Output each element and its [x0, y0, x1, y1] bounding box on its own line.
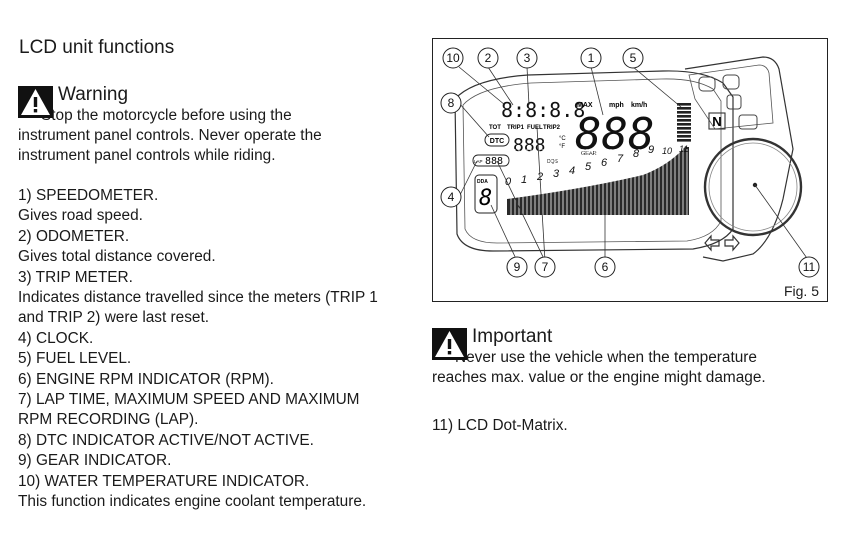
warning-title: Warning — [58, 84, 129, 105]
important-note: Important Never use the vehicle when the… — [432, 326, 832, 388]
rpm-tick: 3 — [553, 168, 560, 180]
callout-8: 8 — [448, 96, 455, 110]
figure-caption: Fig. 5 — [783, 283, 819, 299]
rpm-tick: 5 — [585, 161, 592, 173]
rpm-tick: 6 — [601, 157, 608, 169]
label-dqs: DQS — [547, 159, 559, 165]
warning-line-1: Stop the motorcycle before using the — [41, 107, 292, 124]
trip-digits: 888 — [513, 135, 546, 156]
important-icon — [432, 328, 467, 360]
callout-7: 7 — [542, 260, 549, 274]
engine-light-icon — [722, 74, 740, 90]
function-line: 10) WATER TEMPERATURE INDICATOR. — [18, 472, 310, 490]
label-mph: mph — [609, 102, 624, 109]
clock-digits: 8:8:8.8 — [501, 98, 585, 122]
label-tot: TOT — [489, 125, 501, 131]
right-column: Important Never use the vehicle when the… — [432, 326, 832, 436]
important-line-1: Never use the vehicle when the temperatu… — [455, 349, 757, 366]
lcd-panel-outline — [454, 70, 734, 252]
callout-3: 3 — [524, 51, 531, 65]
dtc-label: DTC — [490, 138, 504, 145]
label-kmh: km/h — [631, 102, 647, 109]
neutral-label: N — [712, 114, 721, 129]
label-lap: LAP — [474, 159, 483, 164]
label-celsius: °C — [559, 136, 566, 142]
function-line: 6) ENGINE RPM INDICATOR (RPM). — [18, 370, 274, 388]
fuel-light-icon — [726, 94, 742, 110]
function-line: Gives total distance covered. — [18, 248, 216, 266]
function-line: This function indicates engine coolant t… — [18, 493, 367, 511]
rpm-tick: 8 — [633, 148, 640, 160]
callout-4: 4 — [448, 190, 455, 204]
label-gear: DDA — [477, 179, 488, 185]
callout-5: 5 — [630, 51, 637, 65]
rpm-tick: 2 — [536, 171, 543, 183]
rpm-tick: 4 — [569, 165, 575, 177]
lcd-panel-inner — [462, 78, 722, 244]
section-title: LCD unit functions — [19, 37, 175, 58]
callout-2: 2 — [485, 51, 492, 65]
callout-10: 10 — [446, 51, 460, 65]
beam-light-icon — [738, 114, 758, 130]
rpm-tick: 7 — [617, 153, 624, 165]
fuel-level-bar — [677, 103, 691, 142]
rpm-tick: 9 — [648, 144, 654, 156]
callout-9: 9 — [514, 260, 521, 274]
label-max: MAX — [577, 102, 593, 109]
important-title: Important — [472, 326, 553, 347]
dashboard-illustration: N 888 MAX mph km/h GEAR 8:8:8.8 TOT TRIP… — [440, 47, 820, 278]
left-column: LCD unit functions Warning Stop the moto… — [18, 36, 418, 513]
callout-1: 1 — [588, 51, 595, 65]
label-fahrenheit: °F — [559, 144, 565, 150]
rpm-tick: 0 — [505, 176, 512, 188]
instrument-figure: N 888 MAX mph km/h GEAR 8:8:8.8 TOT TRIP… — [432, 38, 828, 302]
warning-icon — [18, 86, 53, 118]
function-line: Gives road speed. — [18, 207, 143, 225]
function-line: 4) CLOCK. — [18, 329, 94, 347]
warning-lights-panel — [688, 64, 774, 130]
function-line: and TRIP 2) were last reset. — [18, 309, 210, 327]
right-arrow-icon — [724, 234, 740, 252]
rpm-bar — [507, 147, 689, 215]
right-housing — [684, 56, 794, 262]
important-line-2: reaches max. value or the engine might d… — [432, 369, 766, 386]
gear-digit: 8 — [479, 186, 492, 211]
rpm-tick: 1 — [521, 174, 527, 186]
function-line: 5) FUEL LEVEL. — [18, 350, 132, 368]
neutral-light — [708, 112, 726, 130]
lap-digits: 888 — [485, 156, 503, 167]
function-line: 9) GEAR INDICATOR. — [18, 452, 172, 470]
extra-line: 11) LCD Dot-Matrix. — [432, 417, 568, 434]
function-line: 8) DTC INDICATOR ACTIVE/NOT ACTIVE. — [18, 431, 314, 449]
left-arrow-icon — [704, 234, 720, 252]
label-dda: GEAR — [581, 151, 597, 157]
label-trip1: TRIP1 — [507, 125, 525, 131]
oil-light-icon — [698, 76, 716, 92]
warning-line-3: instrument panel controls while riding. — [18, 147, 276, 164]
extra-list: 11) LCD Dot-Matrix. — [432, 416, 832, 436]
function-line: Indicates distance travelled since the m… — [18, 289, 378, 307]
function-line: 2) ODOMETER. — [18, 227, 130, 245]
rpm-tick: 11 — [679, 144, 688, 154]
function-line: 1) SPEEDOMETER. — [18, 187, 159, 204]
functions-list: 1) SPEEDOMETER. Gives road speed. 2) ODO… — [18, 186, 418, 513]
label-fuel: FUEL — [527, 125, 543, 131]
label-trip2: TRIP2 — [543, 125, 561, 131]
function-line: RPM RECORDING (LAP). — [18, 411, 199, 429]
warning-note: Warning Stop the motorcycle before using… — [18, 84, 418, 166]
rpm-tick: 10 — [662, 146, 672, 156]
function-line: 3) TRIP METER. — [18, 268, 133, 286]
warning-line-2: instrument panel controls. Never operate… — [18, 127, 322, 144]
dot-matrix-display — [703, 137, 803, 237]
callout-11: 11 — [803, 260, 816, 274]
callout-6: 6 — [602, 260, 609, 274]
function-line: 7) LAP TIME, MAXIMUM SPEED AND MAXIMUM — [18, 391, 360, 409]
